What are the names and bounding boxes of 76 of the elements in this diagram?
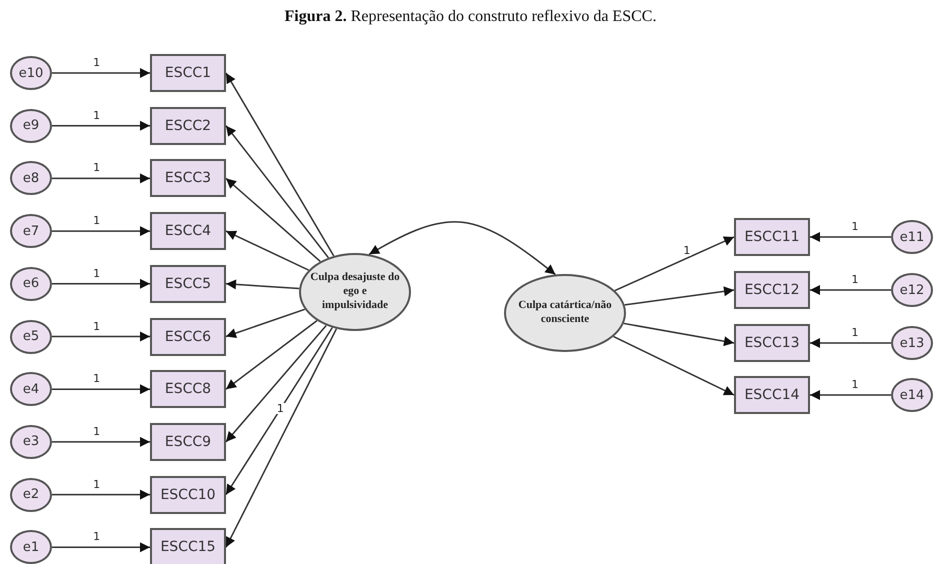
arrow	[226, 320, 318, 390]
arrow	[368, 221, 556, 276]
arrow	[52, 120, 150, 131]
edge-label: 1	[92, 215, 102, 226]
arrow	[624, 322, 734, 346]
observed-variable-box: ESCC15	[150, 528, 226, 564]
error-term-ellipse: e14	[891, 378, 933, 412]
arrow	[52, 436, 150, 447]
observed-variable-box: ESCC12	[734, 271, 810, 309]
arrow	[226, 178, 321, 262]
arrow	[614, 236, 734, 292]
arrow	[226, 279, 300, 290]
observed-variable-box: ESCC3	[150, 159, 226, 198]
edge-label: 1	[92, 162, 102, 174]
arrow	[225, 328, 338, 548]
error-term-ellipse: e2	[10, 478, 52, 512]
error-term-ellipse: e6	[10, 266, 52, 301]
edge-label: 1	[850, 379, 860, 390]
figure-title: Figura 2. Representação do construto reflexivo da ESCC.	[284, 8, 656, 26]
arrow	[52, 173, 150, 184]
edge-label: 1	[850, 274, 860, 285]
edge-label: 1	[92, 531, 102, 542]
edge-label: 1	[92, 320, 102, 332]
error-term-ellipse: e10	[10, 56, 52, 90]
edge-label: 1	[92, 268, 102, 279]
edge-label: 1	[92, 57, 102, 68]
arrow	[52, 278, 150, 289]
error-term-ellipse: e11	[891, 220, 933, 254]
error-term-ellipse: e13	[891, 326, 933, 360]
observed-variable-box: ESCC11	[734, 218, 810, 256]
arrow	[810, 285, 891, 295]
arrow	[225, 324, 327, 442]
arrow	[624, 286, 734, 306]
arrow	[225, 72, 334, 256]
edge-label: 1	[850, 221, 860, 232]
latent-factor-ellipse: Culpa catártica/não consciente	[504, 274, 626, 352]
edge-label: 1	[92, 426, 102, 437]
arrow	[225, 125, 329, 258]
error-term-ellipse: e7	[10, 214, 52, 248]
arrow	[810, 338, 891, 348]
error-term-ellipse: e4	[10, 372, 52, 406]
arrow	[226, 230, 309, 271]
edge-label: 1	[92, 110, 102, 121]
arrow	[52, 384, 150, 394]
arrow	[52, 332, 150, 342]
observed-variable-box: ESCC2	[150, 106, 226, 145]
observed-variable-box: ESCC13	[734, 324, 810, 362]
observed-variable-box: ESCC10	[150, 476, 226, 514]
observed-variable-box: ESCC5	[150, 264, 226, 303]
arrow	[52, 226, 150, 236]
observed-variable-box: ESCC6	[150, 318, 226, 356]
observed-variable-box: ESCC14	[734, 376, 810, 414]
edge-label: 1	[682, 245, 692, 256]
error-term-ellipse: e8	[10, 161, 52, 196]
arrow	[52, 490, 150, 500]
observed-variable-box: ESCC9	[150, 422, 226, 461]
error-term-ellipse: e12	[891, 273, 933, 307]
error-term-ellipse: e9	[10, 108, 52, 143]
arrow	[810, 232, 891, 242]
edge-label: 1	[92, 373, 102, 384]
edge-label: 1	[276, 403, 285, 414]
arrow	[225, 327, 333, 495]
arrow	[226, 308, 306, 338]
edge-label: 1	[92, 478, 102, 490]
edge-label: 1	[850, 327, 860, 338]
error-term-ellipse: e5	[10, 320, 52, 354]
error-term-ellipse: e1	[10, 530, 52, 564]
observed-variable-box: ESCC4	[150, 212, 226, 250]
observed-variable-box: ESCC8	[150, 370, 226, 408]
latent-factor-ellipse: Culpa desajuste do ego e impulsividade	[299, 253, 411, 331]
arrow	[52, 542, 150, 552]
arrow	[810, 390, 891, 400]
observed-variable-box: ESCC1	[150, 54, 226, 92]
arrow	[613, 336, 734, 396]
error-term-ellipse: e3	[10, 424, 52, 459]
arrow	[52, 68, 150, 78]
